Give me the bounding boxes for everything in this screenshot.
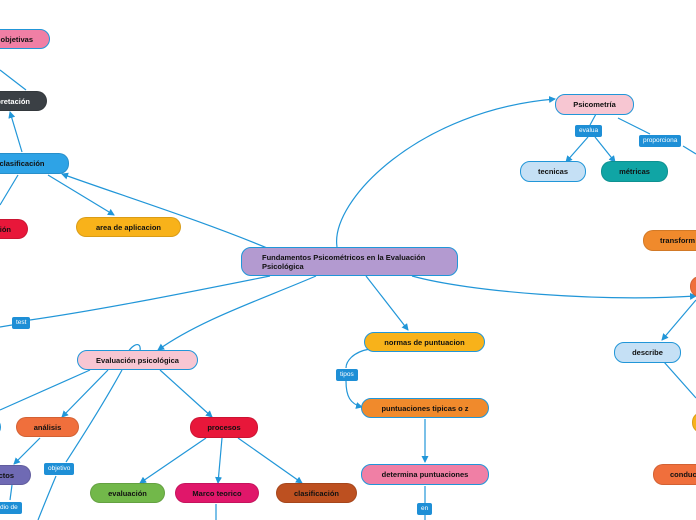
connector-describe-down (663, 361, 696, 399)
objetivas-node[interactable]: objetivas (0, 29, 50, 49)
connector-right-describe (661, 299, 696, 341)
root-node[interactable]: Fundamentos Psicométricos en la Evaluaci… (241, 247, 458, 276)
connector-root-evaluacion (157, 275, 317, 351)
connector-interpretacion-objetivas (0, 69, 27, 91)
connector-clasificacion-area (47, 174, 115, 216)
puntuaciones-node[interactable]: puntuaciones tipicas o z (361, 398, 489, 418)
connector-analisis-aspectos (13, 437, 41, 465)
connector-psicometria-evalua (589, 113, 597, 126)
connector-evaluacion-analisis (61, 369, 109, 418)
connector-clasificacion-interpretacion (8, 111, 23, 153)
connector-evaluacion-procesos (159, 369, 213, 418)
clasificacion-bottom-node[interactable]: clasificación (276, 483, 357, 503)
evaluacion-psicologica-node[interactable]: Evaluación psicológica (77, 350, 198, 370)
interpretacion-node[interactable]: rpretación (0, 91, 47, 111)
label-en: en (417, 503, 433, 515)
label-test: test (12, 317, 31, 329)
label-evalua: evalua (575, 125, 603, 137)
label-tipos: tipos (336, 369, 358, 381)
connector-evaluacion-left (0, 369, 91, 411)
connector-evaluacion-objetivo (65, 369, 123, 463)
connector-evalua-metricas (594, 136, 616, 163)
conduc-node[interactable]: conduc (653, 464, 696, 485)
connector-procesos-marco (215, 437, 223, 484)
procesos-node[interactable]: procesos (190, 417, 258, 438)
connector-proporciona-right (682, 145, 696, 155)
red-node[interactable]: ción (0, 219, 28, 239)
connector-root-test (29, 275, 271, 321)
connector-root-right (411, 275, 696, 300)
connector-test-left (0, 324, 13, 328)
psicometria-node[interactable]: Psicometría (555, 94, 634, 115)
area-aplicacion-node[interactable]: area de aplicacion (76, 217, 181, 237)
connector-objetivo-down (37, 475, 57, 520)
tecnicas-node[interactable]: tecnicas (520, 161, 586, 182)
metricas-node[interactable]: métricas (601, 161, 668, 182)
connector-root-clasificacion (61, 172, 273, 251)
clasificacion-top-node[interactable]: clasificación (0, 153, 69, 174)
label-proporciona: proporciona (639, 135, 682, 147)
marco-teorico-node[interactable]: Marco teorico (175, 483, 259, 503)
connector-root-normas (365, 275, 409, 331)
transform-node[interactable]: transform (643, 230, 696, 251)
connector-procesos-clasificacion (237, 437, 303, 484)
evaluacion-node[interactable]: evaluación (90, 483, 165, 503)
connector-clasificacion-red (0, 174, 19, 206)
connector-root-psicometria (336, 96, 556, 248)
connector-normas-tipos (345, 348, 371, 369)
determina-node[interactable]: determina puntuaciones (361, 464, 489, 485)
connector-aspectos-dio (9, 484, 13, 501)
label-dio-de: dio de (0, 502, 22, 514)
analisis-node[interactable]: análisis (16, 417, 79, 437)
aspectos-node[interactable]: ctos (0, 465, 31, 485)
connector-evalua-tecnicas (565, 136, 589, 163)
connector-procesos-evaluacion (139, 437, 207, 484)
normas-node[interactable]: normas de puntuacion (364, 332, 485, 352)
connector-tipos-puntuaciones (345, 380, 363, 409)
connector-psicometria-proporciona (617, 117, 651, 135)
describe-node[interactable]: describe (614, 342, 681, 363)
label-objetivo: objetivo (44, 463, 75, 475)
